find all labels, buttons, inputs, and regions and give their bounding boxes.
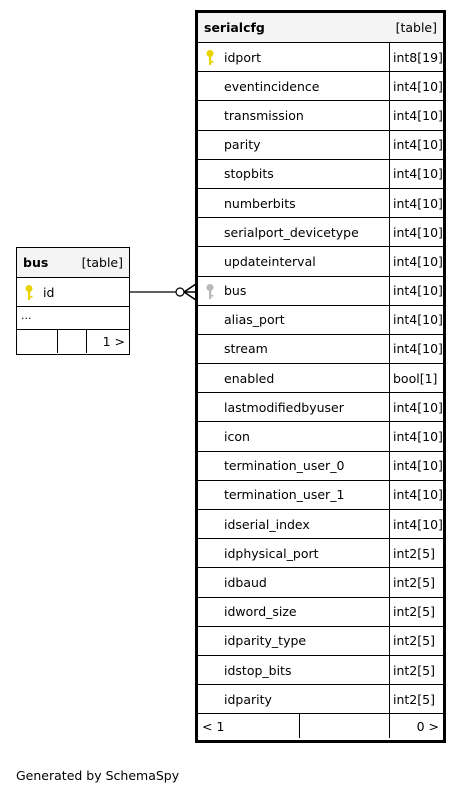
bus-table-footer: 1 > <box>17 330 129 353</box>
serialcfg-footer-left[interactable]: < 1 <box>198 714 300 739</box>
column-name: updateinterval <box>198 247 390 276</box>
column-type: int4[10] <box>393 224 443 240</box>
column-name: idphysical_port <box>198 539 390 568</box>
column-name: idparity <box>198 685 390 714</box>
column-name: idserial_index <box>198 510 390 539</box>
column-name: parity <box>198 130 390 159</box>
bus-table-header: bus [table] <box>17 248 129 278</box>
column-type: int4[10] <box>393 516 443 532</box>
bus-footer-right[interactable]: 1 > <box>102 334 125 349</box>
column-type: int4[10] <box>393 341 443 357</box>
column-name: icon <box>198 422 390 451</box>
foreign-key-icon <box>204 283 216 300</box>
serialcfg-table-kind: [table] <box>395 20 437 35</box>
column-name: idbaud <box>198 568 390 597</box>
column-type: int4[10] <box>393 166 443 182</box>
column-type: bool[1] <box>393 370 438 386</box>
column-type: int2[5] <box>393 604 435 620</box>
column-name: idstop_bits <box>198 655 390 685</box>
column-type: int4[10] <box>393 137 443 153</box>
column-type: int4[10] <box>393 487 443 503</box>
generated-by-label: Generated by SchemaSpy <box>16 768 180 783</box>
bus-footer-mid <box>58 330 87 353</box>
column-name: transmission <box>198 101 390 130</box>
column-name: idparity_type <box>198 626 390 655</box>
column-name: enabled <box>198 364 390 393</box>
bus-footer-left <box>17 330 58 353</box>
column-name: stream <box>198 334 390 364</box>
column-name: bus <box>198 276 390 305</box>
column-type: int4[10] <box>393 429 443 445</box>
column-type: int8[19] <box>393 49 443 65</box>
column-type: int2[5] <box>393 691 435 707</box>
column-type: int2[5] <box>393 545 435 561</box>
column-name: alias_port <box>198 305 390 334</box>
column-name: termination_user_1 <box>198 480 390 509</box>
serialcfg-footer-right[interactable]: 0 > <box>416 718 439 734</box>
column-type: int2[5] <box>393 633 435 649</box>
primary-key-icon <box>204 49 216 66</box>
column-type: int4[10] <box>393 283 443 299</box>
column-type: int4[10] <box>393 312 443 328</box>
primary-key-icon <box>23 284 35 301</box>
column-name: idport <box>198 43 390 72</box>
column-name: serialport_devicetype <box>198 218 390 247</box>
serialcfg-table-footer: < 1 0 > <box>198 714 443 739</box>
bus-table-kind: [table] <box>81 255 123 270</box>
column-type: int4[10] <box>393 195 443 211</box>
bus-table-name: bus <box>23 255 49 270</box>
serialcfg-footer-mid <box>300 714 390 739</box>
column-name: eventincidence <box>198 72 390 101</box>
column-type: int4[10] <box>393 78 443 94</box>
column-name: termination_user_0 <box>198 451 390 480</box>
column-type: int4[10] <box>393 399 443 415</box>
serialcfg-table-header: serialcfg [table] <box>198 13 443 43</box>
column-name: stopbits <box>198 159 390 188</box>
column-name: numberbits <box>198 188 390 218</box>
serialcfg-table-name: serialcfg <box>204 20 265 35</box>
zero-optionality-marker <box>175 287 185 297</box>
bus-column-id[interactable]: id <box>17 278 129 307</box>
column-type: int4[10] <box>393 107 443 123</box>
column-type: int4[10] <box>393 253 443 269</box>
column-type: int2[5] <box>393 662 435 678</box>
column-name: lastmodifiedbyuser <box>198 393 390 422</box>
column-type: int2[5] <box>393 574 435 590</box>
bus-table[interactable]: bus [table] id ... 1 > <box>16 247 130 355</box>
bus-column-id-name: id <box>43 284 55 300</box>
bus-more-columns: ... <box>17 307 129 330</box>
column-type: int4[10] <box>393 458 443 474</box>
many-crowfoot-marker <box>183 283 197 301</box>
column-name: idword_size <box>198 597 390 626</box>
